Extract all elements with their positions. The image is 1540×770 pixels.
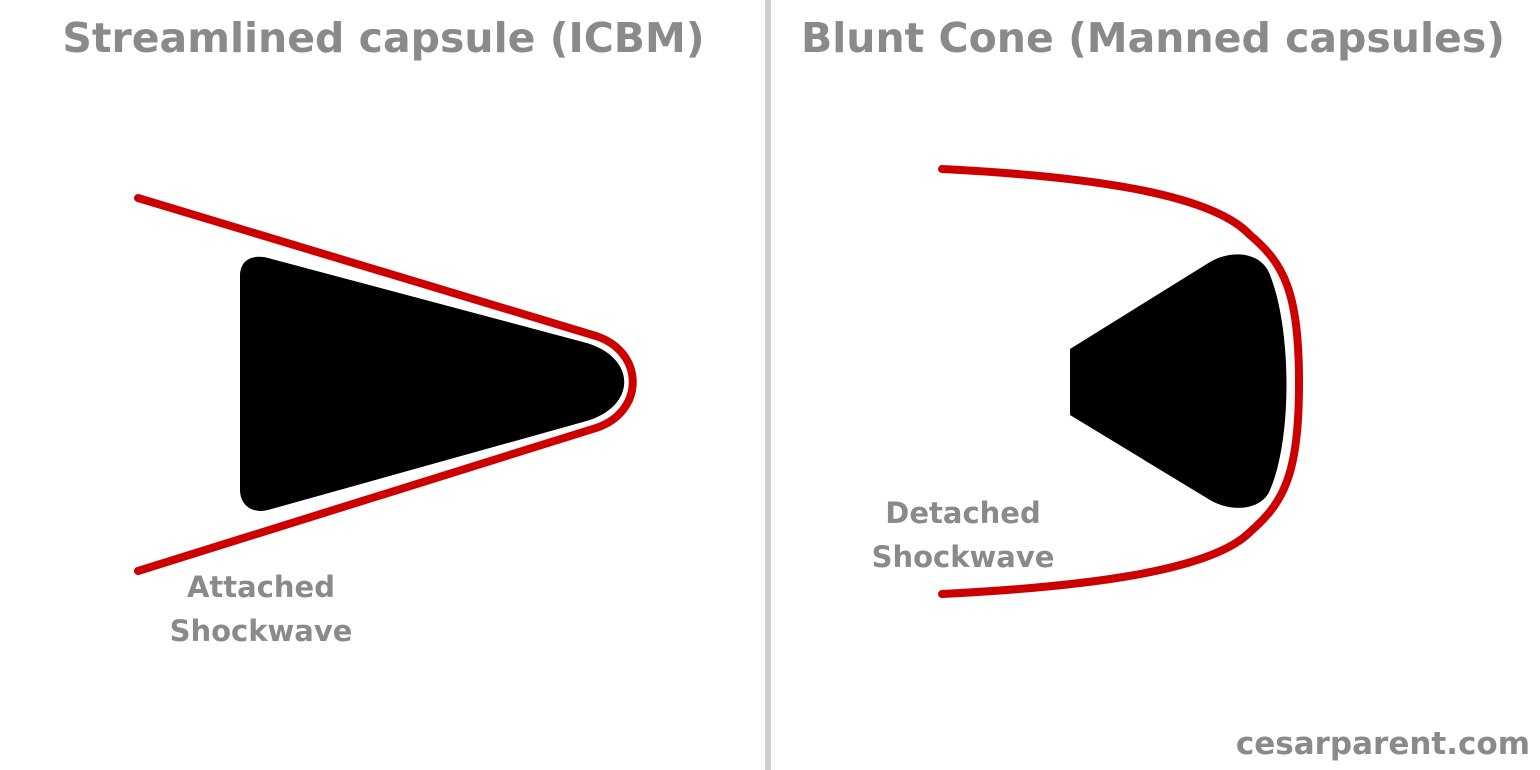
panel-divider — [765, 0, 771, 770]
right-panel-title: Blunt Cone (Manned capsules) — [800, 14, 1505, 62]
detached-shockwave-line — [938, 165, 1303, 598]
left-panel-title: Streamlined capsule (ICBM) — [62, 14, 705, 62]
detached-label-line1: Detached — [885, 496, 1041, 530]
detached-label-line2: Shockwave — [871, 540, 1055, 574]
site-watermark: cesarparent.com — [1235, 726, 1530, 762]
attached-label-line2: Shockwave — [169, 614, 353, 648]
attached-shockwave-line — [134, 194, 637, 575]
attached-shockwave-label: Attached Shockwave — [141, 565, 381, 653]
attached-label-line1: Attached — [186, 570, 335, 604]
blunt-cone-capsule-shape — [1070, 254, 1287, 508]
detached-shockwave-label: Detached Shockwave — [843, 491, 1083, 579]
streamlined-capsule-shape — [240, 256, 625, 511]
